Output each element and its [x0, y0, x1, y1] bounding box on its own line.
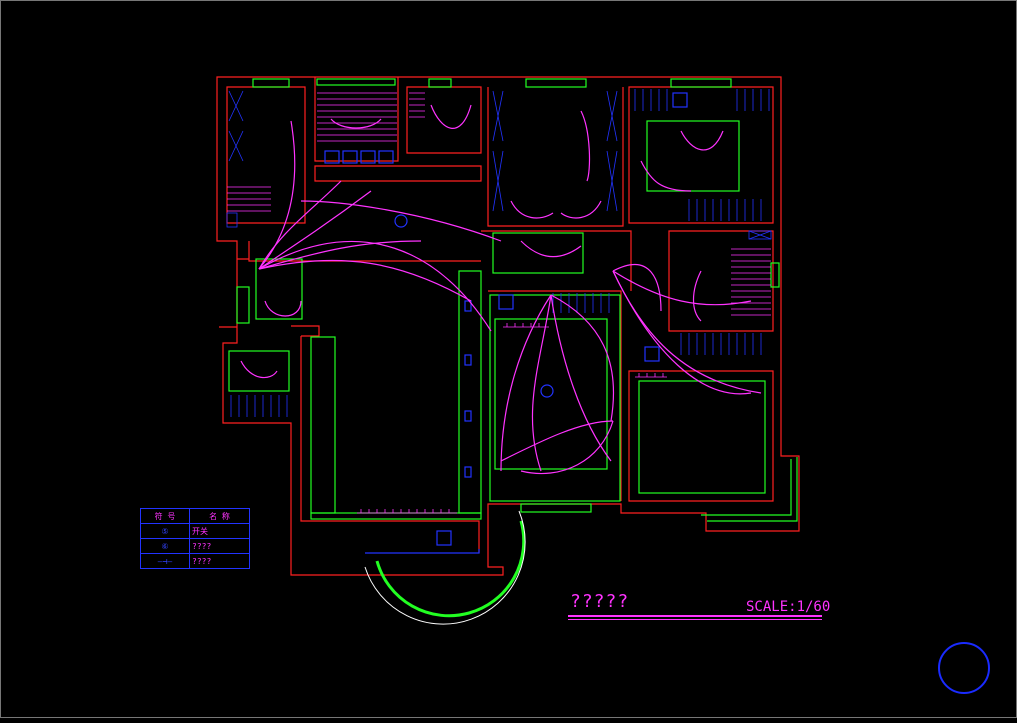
legend-row: —⊣— ???? [140, 553, 250, 569]
lighting-strips [357, 323, 667, 514]
legend-table: 符 号 名 称 ⑤ 开关 ⑥ ???? —⊣— ???? [140, 508, 250, 569]
light-fixtures [324, 92, 688, 554]
walls [216, 76, 800, 576]
legend-header-name: 名 称 [189, 508, 250, 524]
wardrobe-doors [226, 89, 772, 417]
drawing-title: ????? [570, 591, 630, 612]
legend-row: ⑥ ???? [140, 538, 250, 554]
legend-label: 开关 [189, 523, 250, 539]
legend-header-symbol: 符 号 [140, 508, 190, 524]
legend-symbol: —⊣— [140, 553, 190, 569]
furniture [228, 78, 798, 625]
navigation-circle-icon[interactable] [938, 642, 990, 694]
legend-row: ⑤ 开关 [140, 523, 250, 539]
legend-label: ???? [189, 538, 250, 554]
legend-label: ???? [189, 553, 250, 569]
drawing-scale: SCALE:1/60 [746, 599, 831, 615]
wardrobe-hatching [227, 92, 771, 316]
legend-symbol: ⑥ [140, 538, 190, 554]
legend-symbol: ⑤ [140, 523, 190, 539]
wiring [240, 104, 762, 475]
legend-header-row: 符 号 名 称 [140, 508, 250, 524]
title-underline [568, 615, 822, 620]
